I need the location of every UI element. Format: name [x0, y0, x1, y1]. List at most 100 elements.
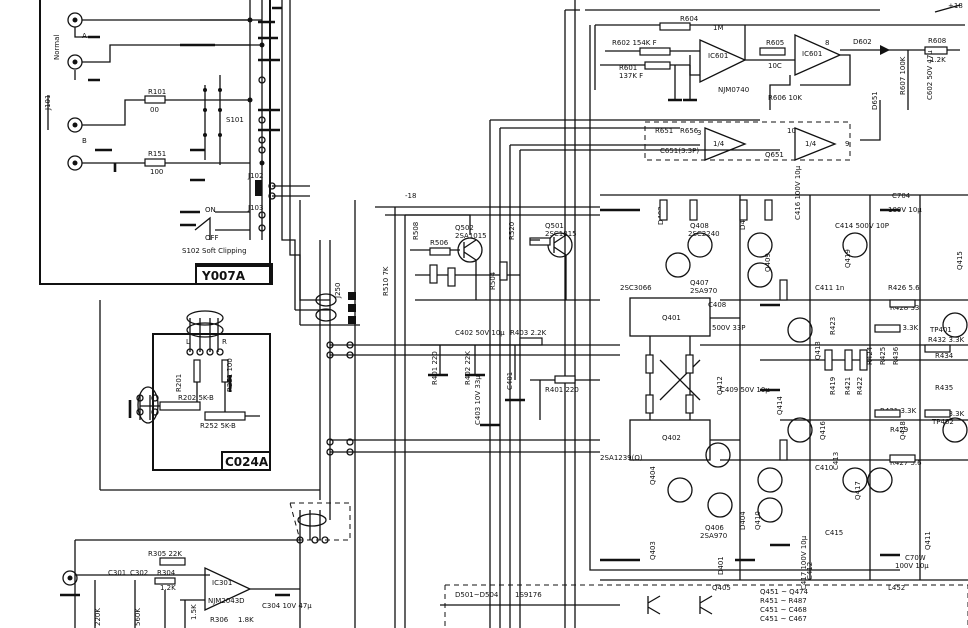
q501-type: 2SC1815 [545, 230, 577, 238]
q407-type: 2SA970 [690, 287, 717, 295]
top-section: R604 1M R602 154K F IC601 NJM0740 R601 1… [594, 2, 965, 161]
resistor-r601 [644, 61, 671, 70]
resistor-r201 [193, 359, 201, 383]
c70w-value: 100V 10μ [895, 562, 929, 570]
r421-label: R421 [844, 377, 852, 395]
switch-on-label: ON [205, 206, 216, 214]
c413-label: C413 [832, 452, 840, 470]
q418-label: Q418 [899, 421, 907, 440]
potentiometer-r252 [204, 411, 246, 421]
q451-label: Q451 ~ Q474 [760, 588, 809, 596]
q405-label: Q405 [712, 584, 731, 592]
d501-label: D501~D504 [455, 591, 499, 599]
c411-label: C411 1n [815, 284, 844, 292]
c301-label: C301 [108, 569, 126, 577]
r252-label: R252 5K-B [200, 422, 236, 430]
q410-label: Q410 [754, 511, 762, 530]
r435-label: R435 [935, 384, 953, 392]
r608-value: 1.2K [930, 56, 946, 64]
r425-label: R425 [879, 347, 887, 365]
q416-label: Q416 [819, 421, 827, 440]
c70w-label: C70W [905, 554, 926, 562]
tp402-label: TP402 [931, 418, 954, 426]
transistor-icon [647, 595, 661, 615]
transistor-icon [457, 232, 573, 263]
r402-label: R402 22K [464, 351, 472, 385]
q415-label: Q415 [956, 251, 964, 270]
c409-label: C409 50V 10μ [720, 386, 770, 394]
q401-type: 2SC3066 [620, 284, 652, 292]
q407-label: Q407 [690, 279, 709, 287]
ic301-type: NJM2043D [208, 597, 245, 605]
c417-label: C417 100V 10μ [800, 535, 808, 590]
board-label-y007a: Y007A [201, 269, 246, 283]
label-r: R [222, 338, 227, 346]
q409-label: Q409 [764, 253, 772, 272]
c451a-label: C451 ~ C468 [760, 606, 807, 614]
rca-jack-icon [62, 570, 78, 586]
supply-minus18-label: -18 [405, 192, 416, 200]
opamp-icon [704, 127, 747, 161]
q402-type: 2SA1239(O) [600, 454, 643, 462]
r506-label: R506 [430, 239, 449, 247]
ic301-label: IC301 [212, 579, 232, 587]
c403-label: C403 10V 33μ [474, 375, 482, 425]
bottom-section: R305 22K C301 C302 R304 1.2K IC301 NJM20… [60, 539, 968, 628]
c401-label: C401 [506, 372, 514, 390]
resistor-r602 [639, 47, 671, 56]
q406-type: 2SA970 [700, 532, 727, 540]
r428-label: R428 33 [890, 304, 919, 312]
r604-label: R604 [680, 15, 699, 23]
c704-value: 100V 10μ [888, 206, 922, 214]
r605-label: R605 [766, 39, 784, 47]
resistor-r608 [924, 46, 948, 55]
c651-label: C651(3.3P) [660, 147, 699, 155]
q651-label: Q651 [765, 151, 784, 159]
s9176-label: 1S9176 [515, 591, 542, 599]
r302-label: 560K [134, 608, 142, 626]
switch-s101-label: S101 [226, 116, 244, 124]
r306-label: R306 [210, 616, 229, 624]
channel-a-label: A [82, 32, 87, 40]
r601-label: R601 [619, 64, 637, 72]
resistor-r403 [519, 337, 543, 346]
channel-b-label: B [82, 137, 87, 145]
r403-label: R403 2.2K [510, 329, 547, 337]
c302-label: C302 [130, 569, 148, 577]
c414-label: C414 500V 10P [835, 222, 889, 230]
r510-label: R510 7K [382, 266, 390, 296]
r436-label: R436 [892, 346, 900, 365]
q408-label: Q408 [690, 222, 709, 230]
q402-label: Q402 [662, 434, 681, 442]
q502-label: Q502 [455, 224, 474, 232]
transistor-icon [665, 232, 968, 523]
d651-label: D651 [871, 91, 879, 110]
switch-off-label: OFF [205, 234, 219, 242]
q419-label: Q419 [844, 249, 852, 268]
r656-label: R656 [680, 127, 699, 135]
c415-label: C415 [825, 529, 843, 537]
njm-label: NJM0740 [718, 86, 749, 94]
r608-label: R608 [928, 37, 946, 45]
r151-value: 100 [150, 168, 163, 176]
q401-label: Q401 [662, 314, 681, 322]
r401-label: R401 220 [431, 351, 439, 385]
c410-label: C410 [815, 464, 833, 472]
c408-label: C408 [708, 301, 726, 309]
resistor-r305 [159, 557, 186, 566]
label-l: L [186, 338, 190, 346]
wiring: J250 -18 R510 7K [74, 0, 900, 628]
pin9-label: 9 [845, 140, 849, 148]
soft-clip-label: S102 Soft Clipping [182, 247, 247, 255]
r101-label: R101 [148, 88, 166, 96]
r520-label: R520 [508, 222, 516, 240]
q406-label: Q406 [705, 524, 724, 532]
j103-label: J103 [247, 204, 263, 212]
r101-value: 00 [150, 106, 159, 114]
normal-label: Normal [53, 35, 61, 60]
ic601b-label: IC601 [802, 50, 822, 58]
q502-type: 2SA1015 [455, 232, 487, 240]
r429-label: R429 [890, 426, 908, 434]
board-label-c024a: C024A [225, 455, 269, 469]
